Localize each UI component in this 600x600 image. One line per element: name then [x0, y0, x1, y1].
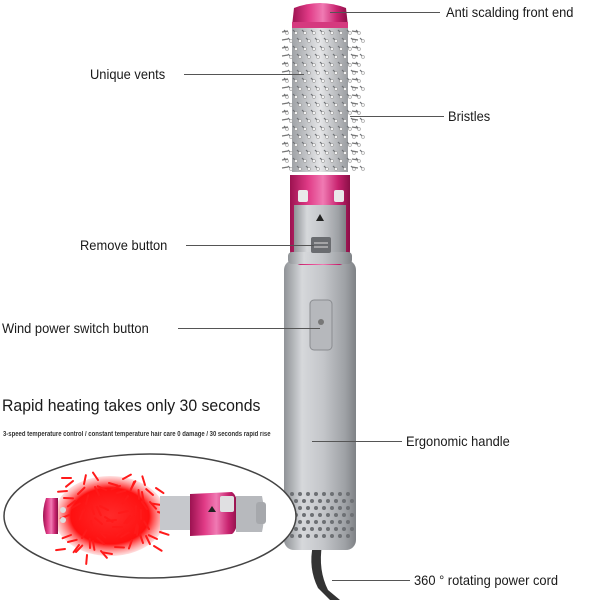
leader-wind: [178, 328, 320, 329]
label-vents: Unique vents: [90, 66, 166, 82]
headline: Rapid heating takes only 30 seconds: [2, 396, 261, 415]
power-cord: [311, 545, 340, 600]
remove-button: [311, 237, 331, 253]
arrow-up-icon: [316, 214, 324, 221]
label-remove-button: Remove button: [80, 237, 168, 253]
heat-bristles: [54, 471, 170, 565]
label-cord: 360 ° rotating power cord: [414, 572, 559, 588]
label-handle: Ergonomic handle: [406, 433, 510, 449]
label-bristles: Bristles: [448, 108, 491, 124]
subline: 3-speed temperature control / constant t…: [3, 431, 271, 438]
collar-vent: [298, 190, 308, 202]
leader-vents: [184, 74, 304, 75]
leader-handle: [312, 441, 402, 442]
leader-cord: [332, 580, 410, 581]
leader-front-end: [330, 12, 440, 13]
leader-remove: [186, 245, 314, 246]
label-wind-button: Wind power switch button: [2, 320, 149, 336]
label-front-end: Anti scalding front end: [446, 4, 574, 20]
bottom-vents: [290, 492, 354, 538]
handle-body: [284, 260, 356, 550]
bristles: [281, 29, 365, 171]
collar-vent: [334, 190, 344, 202]
leader-bristles: [350, 116, 444, 117]
front-end-cap: [292, 3, 348, 26]
